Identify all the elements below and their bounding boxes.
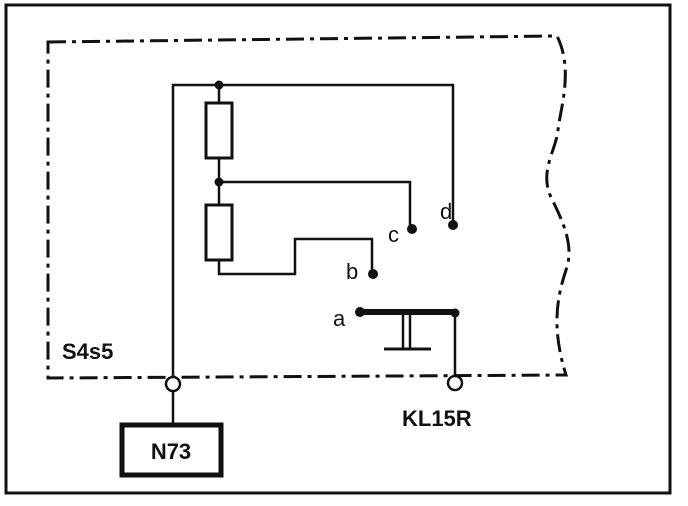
terminal-left	[164, 375, 182, 393]
top-bus-wire	[171, 83, 455, 378]
resistor-lower	[204, 203, 234, 262]
connector-right-label: KL15R	[402, 406, 472, 431]
contact-a-dot	[355, 307, 365, 317]
contact-a-label: a	[333, 306, 346, 331]
component-boundary	[46, 34, 571, 380]
contact-c-label: c	[388, 222, 399, 247]
contact-c-dot	[407, 224, 417, 234]
contact-d-dot	[448, 220, 458, 230]
resistor-upper	[204, 101, 234, 160]
component-label: S4s5	[62, 339, 113, 364]
contact-d-label: d	[440, 199, 452, 224]
contact-b-dot	[368, 269, 378, 279]
terminal-right	[446, 374, 464, 392]
contact-b-label: b	[346, 259, 358, 284]
outer-frame	[4, 3, 672, 495]
n73-box	[119, 422, 224, 478]
wire-to-c	[219, 180, 412, 228]
connector-left-label: N73	[151, 439, 191, 464]
wire-to-b	[217, 237, 374, 276]
